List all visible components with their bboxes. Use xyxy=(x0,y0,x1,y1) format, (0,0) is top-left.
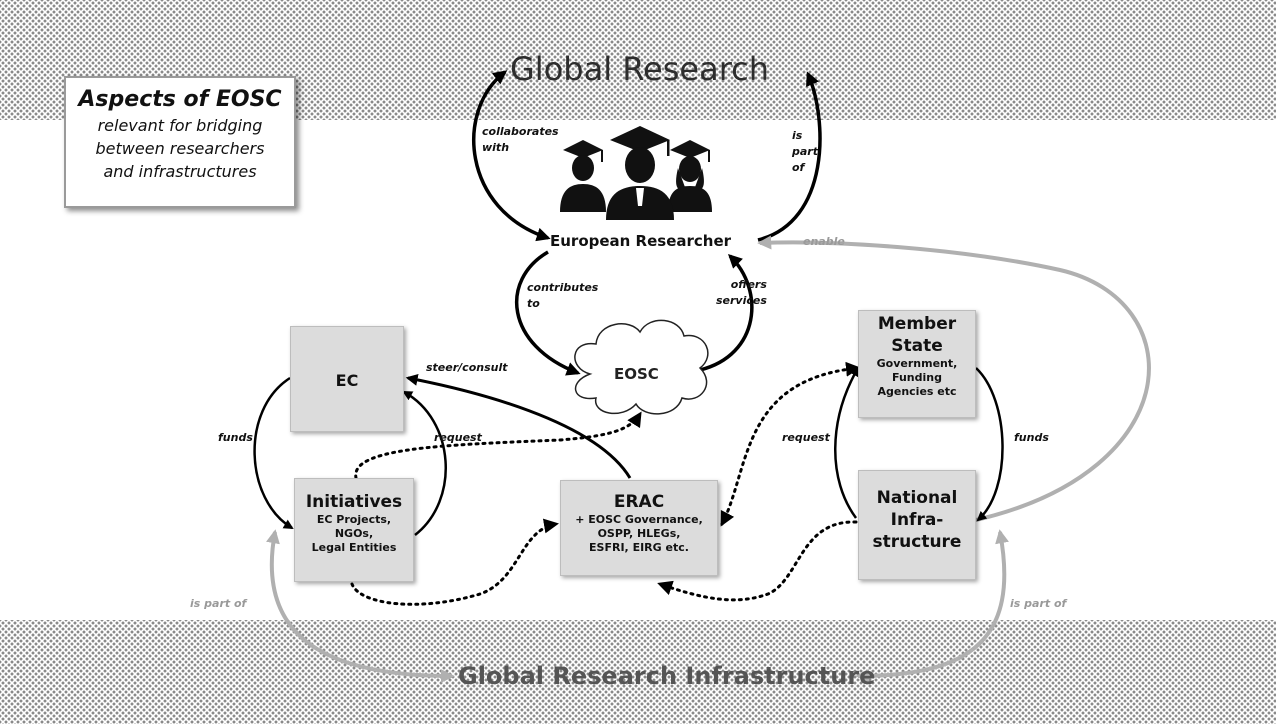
edge-funds-left xyxy=(253,376,294,530)
initiatives-title: Initiatives xyxy=(305,492,403,512)
initiatives-line: Legal Entities xyxy=(311,541,397,554)
national-infra-title: Infra- xyxy=(890,510,944,530)
edge-dotted-national-erac xyxy=(657,520,858,602)
label-offers-services: offers services xyxy=(716,277,767,309)
label-funds-right: funds xyxy=(1014,431,1049,444)
edge-funds-right xyxy=(975,367,1004,522)
initiatives-line: EC Projects, xyxy=(316,513,392,526)
label-line: part xyxy=(792,145,818,158)
national-infra-title: National xyxy=(876,488,958,508)
label-line: to xyxy=(527,297,540,310)
legend-line: and infrastructures xyxy=(103,162,257,181)
label-is-part-of-top: is part of xyxy=(792,128,818,176)
label-line: is xyxy=(792,129,803,142)
edge-dotted-initiatives-eosc xyxy=(354,411,642,480)
european-researcher-node: European Researcher xyxy=(550,232,732,250)
eosc-node: EOSC xyxy=(614,365,659,383)
legend-line: between researchers xyxy=(95,139,265,158)
label-line: contributes xyxy=(527,281,599,294)
label-line: collaborates xyxy=(482,125,559,138)
national-infrastructure-node: National Infra- structure xyxy=(858,470,976,580)
researchers-graduates-icon xyxy=(560,126,712,220)
label-line: offers xyxy=(730,278,767,291)
label-line: with xyxy=(482,141,510,154)
label-steer-consult: steer/consult xyxy=(426,361,508,374)
label-collaborates-with: collaborates with xyxy=(482,124,559,156)
erac-node: ERAC + EOSC Governance, OSPP, HLEGs, ESF… xyxy=(560,480,718,576)
label-contributes-to: contributes to xyxy=(527,280,598,312)
erac-title: ERAC xyxy=(613,492,665,512)
member-state-node: Member State Government, Funding Agencie… xyxy=(858,310,976,418)
ec-node: EC xyxy=(290,326,404,432)
erac-line: + EOSC Governance, xyxy=(575,513,703,526)
patterned-band-bottom xyxy=(0,620,1276,724)
label-is-part-of-right: is part of xyxy=(1010,597,1067,610)
edge-steer-consult xyxy=(405,373,632,479)
label-request-right: request xyxy=(782,431,830,444)
edge-is-part-of-left xyxy=(266,529,455,683)
edge-request-right xyxy=(834,366,860,519)
member-state-line: Funding xyxy=(892,371,942,384)
label-line: services xyxy=(716,294,767,307)
edge-contributes-to xyxy=(515,250,581,376)
edge-is-part-of-right xyxy=(855,529,1009,683)
eosc-cloud xyxy=(574,319,709,415)
edge-collaborates-with xyxy=(472,70,551,242)
member-state-title: State xyxy=(891,336,943,356)
label-line: of xyxy=(792,161,805,174)
legend-box: Aspects of EOSC relevant for bridging be… xyxy=(64,76,296,208)
member-state-line: Agencies etc xyxy=(877,385,957,398)
erac-line: OSPP, HLEGs, xyxy=(597,527,681,540)
initiatives-line: NGOs, xyxy=(334,527,374,540)
edge-request-left xyxy=(402,390,447,536)
edge-is-part-of-top xyxy=(757,71,822,242)
edge-offers-services xyxy=(699,254,754,372)
label-funds-left: funds xyxy=(218,431,253,444)
member-state-line: Government, xyxy=(876,357,958,370)
global-research-title: Global Research xyxy=(510,50,770,88)
edge-enable xyxy=(757,235,1151,522)
label-request-left: request xyxy=(434,431,482,444)
initiatives-node: Initiatives EC Projects, NGOs, Legal Ent… xyxy=(294,478,414,582)
edge-dotted-erac-member xyxy=(720,361,861,527)
legend-title: Aspects of EOSC xyxy=(78,87,282,112)
national-infra-title: structure xyxy=(872,532,962,552)
label-is-part-of-left: is part of xyxy=(190,597,247,610)
label-enable: enable xyxy=(803,235,845,248)
legend-line: relevant for bridging xyxy=(97,116,263,135)
global-research-infrastructure-title: Global Research Infrastructure xyxy=(458,662,876,690)
erac-line: ESFRI, EIRG etc. xyxy=(589,541,689,554)
edge-dotted-initiatives-erac xyxy=(350,518,559,606)
member-state-title: Member xyxy=(877,314,957,334)
